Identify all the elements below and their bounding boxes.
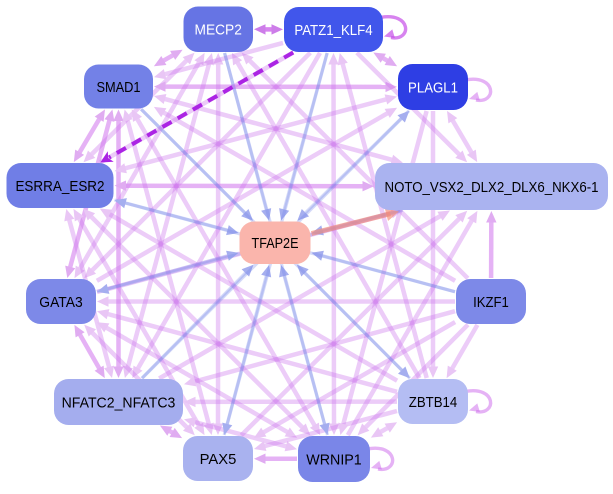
svg-text:MECP2: MECP2 (195, 23, 242, 39)
svg-text:NOTO_VSX2_DLX2_DLX6_NKX6-1: NOTO_VSX2_DLX2_DLX6_NKX6-1 (385, 180, 599, 196)
svg-text:TFAP2E: TFAP2E (252, 236, 299, 252)
svg-text:PATZ1_KLF4: PATZ1_KLF4 (294, 23, 372, 39)
svg-text:PAX5: PAX5 (200, 452, 237, 468)
svg-text:ZBTB14: ZBTB14 (409, 395, 458, 411)
svg-text:SMAD1: SMAD1 (96, 80, 140, 96)
svg-text:IKZF1: IKZF1 (473, 295, 509, 311)
svg-text:WRNIP1: WRNIP1 (306, 452, 362, 468)
svg-text:NFATC2_NFATC3: NFATC2_NFATC3 (62, 395, 176, 411)
svg-text:ESRRA_ESR2: ESRRA_ESR2 (15, 179, 104, 195)
svg-text:GATA3: GATA3 (39, 295, 82, 311)
svg-text:PLAGL1: PLAGL1 (408, 80, 458, 96)
